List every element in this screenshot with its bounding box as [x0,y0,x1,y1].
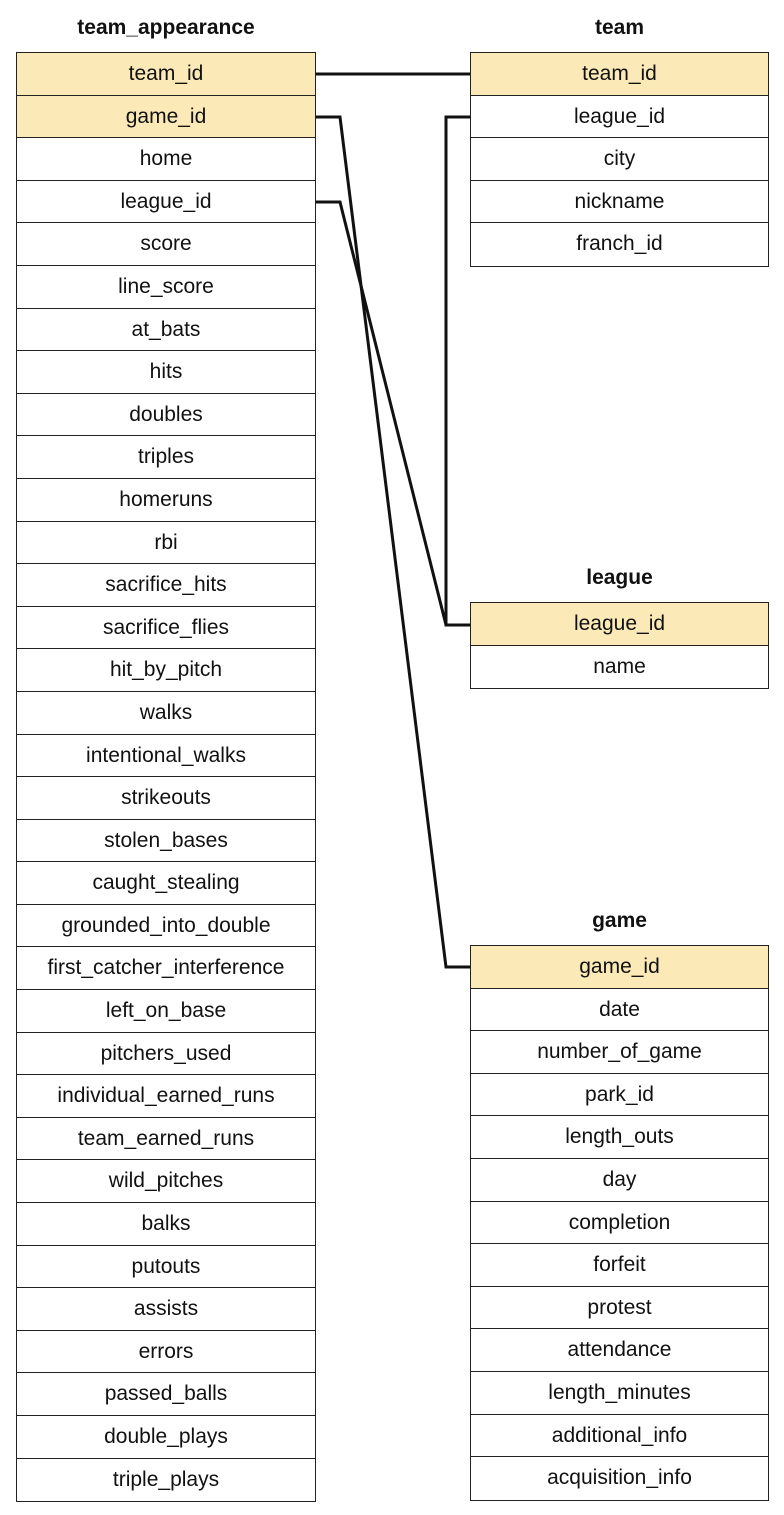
field-row-game-id: game_id [471,946,768,989]
field-row-league-id: league_id [471,96,768,139]
field-row-sacrifice-hits: sacrifice_hits [17,564,315,607]
field-row-walks: walks [17,692,315,735]
field-row-double-plays: double_plays [17,1416,315,1459]
field-row-day: day [471,1159,768,1202]
field-row-assists: assists [17,1288,315,1331]
field-row-attendance: attendance [471,1329,768,1372]
field-row-city: city [471,138,768,181]
field-row-home: home [17,138,315,181]
connector-team-league-id-to-league [444,115,470,627]
field-row-protest: protest [471,1287,768,1330]
field-row-team-id: team_id [471,53,768,96]
field-row-at-bats: at_bats [17,309,315,352]
field-row-additional-info: additional_info [471,1415,768,1458]
field-row-number-of-game: number_of_game [471,1031,768,1074]
field-row-pitchers-used: pitchers_used [17,1033,315,1076]
field-row-team-earned-runs: team_earned_runs [17,1118,315,1161]
field-row-park-id: park_id [471,1074,768,1117]
field-row-doubles: doubles [17,394,315,437]
field-row-strikeouts: strikeouts [17,777,315,820]
field-row-nickname: nickname [471,181,768,224]
field-row-length-minutes: length_minutes [471,1372,768,1415]
field-row-acquisition-info: acquisition_info [547,1466,692,1490]
field-row-triples: triples [17,436,315,479]
field-row-individual-earned-runs: individual_earned_runs [17,1075,315,1118]
field-row-passed-balls: passed_balls [17,1373,315,1416]
field-row-first-catcher-interference: first_catcher_interference [17,947,315,991]
field-row-left-on-base: left_on_base [17,990,315,1033]
field-row-team-id: team_id [17,53,315,96]
field-row-putouts: putouts [17,1246,315,1289]
table-title-league: league [586,566,653,589]
field-row-date: date [471,989,768,1032]
field-row-league-id: league_id [471,603,768,646]
field-row-stolen-bases: stolen_bases [17,820,315,863]
field-row-rbi: rbi [17,522,315,565]
field-row-length-outs: length_outs [471,1116,768,1159]
field-row-intentional-walks: intentional_walks [17,735,315,778]
table-title-team: team [594,16,645,39]
field-row-homeruns: homeruns [17,479,315,522]
field-row-grounded-into-double: grounded_into_double [17,905,315,948]
field-row-completion: completion [471,1202,768,1245]
field-row-caught-stealing: caught_stealing [17,862,315,905]
field-row-balks: balks [17,1203,315,1246]
field-row-hits: hits [17,351,315,394]
field-row-name: name [593,654,646,678]
field-row-score: score [17,223,315,266]
field-row-league-id: league_id [17,181,315,224]
field-row-forfeit: forfeit [471,1244,768,1287]
field-row-triple-plays: triple_plays [112,1467,220,1491]
table-title-game: game [592,909,647,932]
field-row-line-score: line_score [17,266,315,309]
connector-team-appearance-league-id-to-league [316,200,470,627]
field-row-sacrifice-flies: sacrifice_flies [17,607,315,650]
table-title-team-appearance: team_appearance [77,16,255,39]
field-row-franch-id: franch_id [576,232,663,256]
field-row-hit-by-pitch: hit_by_pitch [17,649,315,692]
connector-team-appearance-game-id-to-game [316,115,470,969]
field-row-wild-pitches: wild_pitches [17,1160,315,1204]
field-row-errors: errors [17,1331,315,1374]
field-row-game-id: game_id [17,95,315,139]
